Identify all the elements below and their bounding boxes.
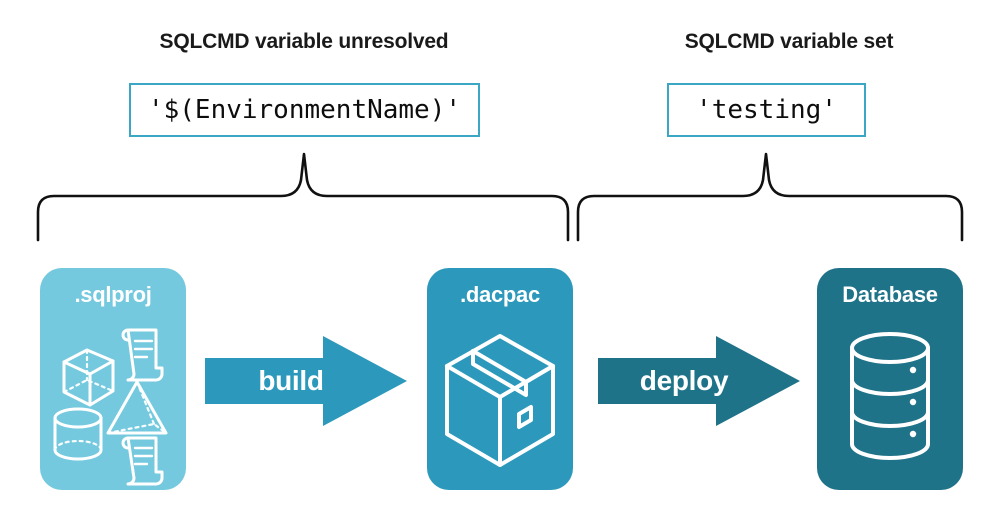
build-arrow-shape <box>205 336 407 426</box>
package-box-icon <box>445 334 555 467</box>
database-cylinder-icon <box>850 332 930 460</box>
scroll-icon <box>121 328 164 382</box>
card-database: Database <box>817 268 963 490</box>
deploy-arrow-shape <box>598 336 800 426</box>
cube-icon <box>62 348 115 407</box>
code-box-testing: 'testing' <box>667 83 866 137</box>
section-title-left: SQLCMD variable unresolved <box>159 30 449 53</box>
scroll-icon <box>121 436 164 486</box>
code-box-environment-name: '$(EnvironmentName)' <box>129 83 480 137</box>
cylinder-icon <box>53 407 103 461</box>
card-sqlproj: .sqlproj <box>40 268 186 490</box>
card-dacpac-label: .dacpac <box>460 282 540 307</box>
left-brace <box>36 152 570 242</box>
card-dacpac: .dacpac <box>427 268 573 490</box>
dacpac-artwork <box>445 334 555 467</box>
pyramid-icon <box>106 380 168 435</box>
arrow-build: build <box>205 336 407 426</box>
card-database-label: Database <box>842 282 938 307</box>
section-title-right: SQLCMD variable set <box>684 30 894 53</box>
right-brace <box>576 152 964 242</box>
arrow-deploy: deploy <box>598 336 800 426</box>
sqlproj-artwork <box>53 328 168 486</box>
database-artwork <box>850 332 930 460</box>
brace-group <box>36 152 964 242</box>
card-sqlproj-label: .sqlproj <box>74 282 152 307</box>
